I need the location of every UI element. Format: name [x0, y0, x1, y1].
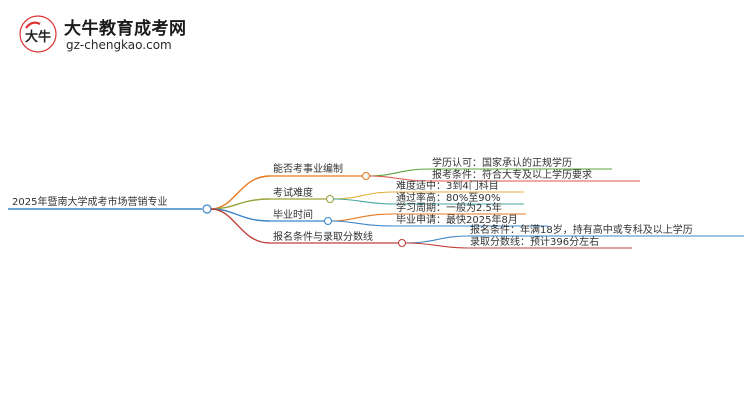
connector-leaf-2-1 [332, 191, 395, 200]
root-label: 2025年暨南大学成考市场营销专业 [12, 195, 167, 208]
connector-leaf-1-2 [368, 175, 431, 182]
logo-mark-text: 大牛 [25, 29, 51, 45]
leaf-3-2-text: 毕业申请：最快2025年8月 [396, 213, 518, 226]
branch-2-node[interactable] [325, 194, 335, 204]
logo-title: 大牛教育成考网 [64, 19, 187, 39]
root-node[interactable] [202, 204, 212, 214]
leaf-3-1-text: 学习周期：一般为2.5年 [396, 201, 502, 214]
branch-1-label: 能否考事业编制 [273, 162, 343, 175]
connector-branch-4 [210, 208, 271, 244]
logo-mark-icon: 大牛 [19, 15, 57, 53]
connector-leaf-2-2 [332, 198, 395, 205]
connector-leaf-3-2 [330, 220, 395, 227]
branch-1-node[interactable] [361, 171, 371, 181]
leaf-4-2-text: 录取分数线：预计396分左右 [470, 235, 599, 248]
connector-leaf-3-1 [330, 213, 395, 222]
site-logo[interactable]: 大牛 大牛教育成考网 gz-chengkao.com [14, 10, 214, 60]
branch-3-label: 毕业时间 [273, 208, 313, 221]
connector-leaf-4-1 [404, 235, 469, 244]
leaf-2-2-text: 通过率高：80%至90% [396, 191, 500, 204]
branch-4-node[interactable] [397, 238, 407, 248]
branch-2-label: 考试难度 [273, 186, 313, 199]
connector-leaf-4-2 [404, 242, 469, 249]
leaf-2-1-text: 难度适中：3到4门科目 [396, 179, 499, 192]
leaf-4-1-text: 报名条件：年满18岁，持有高中或专科及以上学历 [470, 223, 693, 236]
leaf-1-2-text: 报考条件：符合大专及以上学历要求 [432, 168, 592, 181]
branch-4-label: 报名条件与录取分数线 [273, 230, 373, 243]
logo-url: gz-chengkao.com [66, 38, 172, 52]
branch-3-node[interactable] [323, 216, 333, 226]
connector-leaf-1-1 [368, 168, 431, 177]
leaf-1-1-text: 学历认可：国家承认的正规学历 [432, 156, 572, 169]
